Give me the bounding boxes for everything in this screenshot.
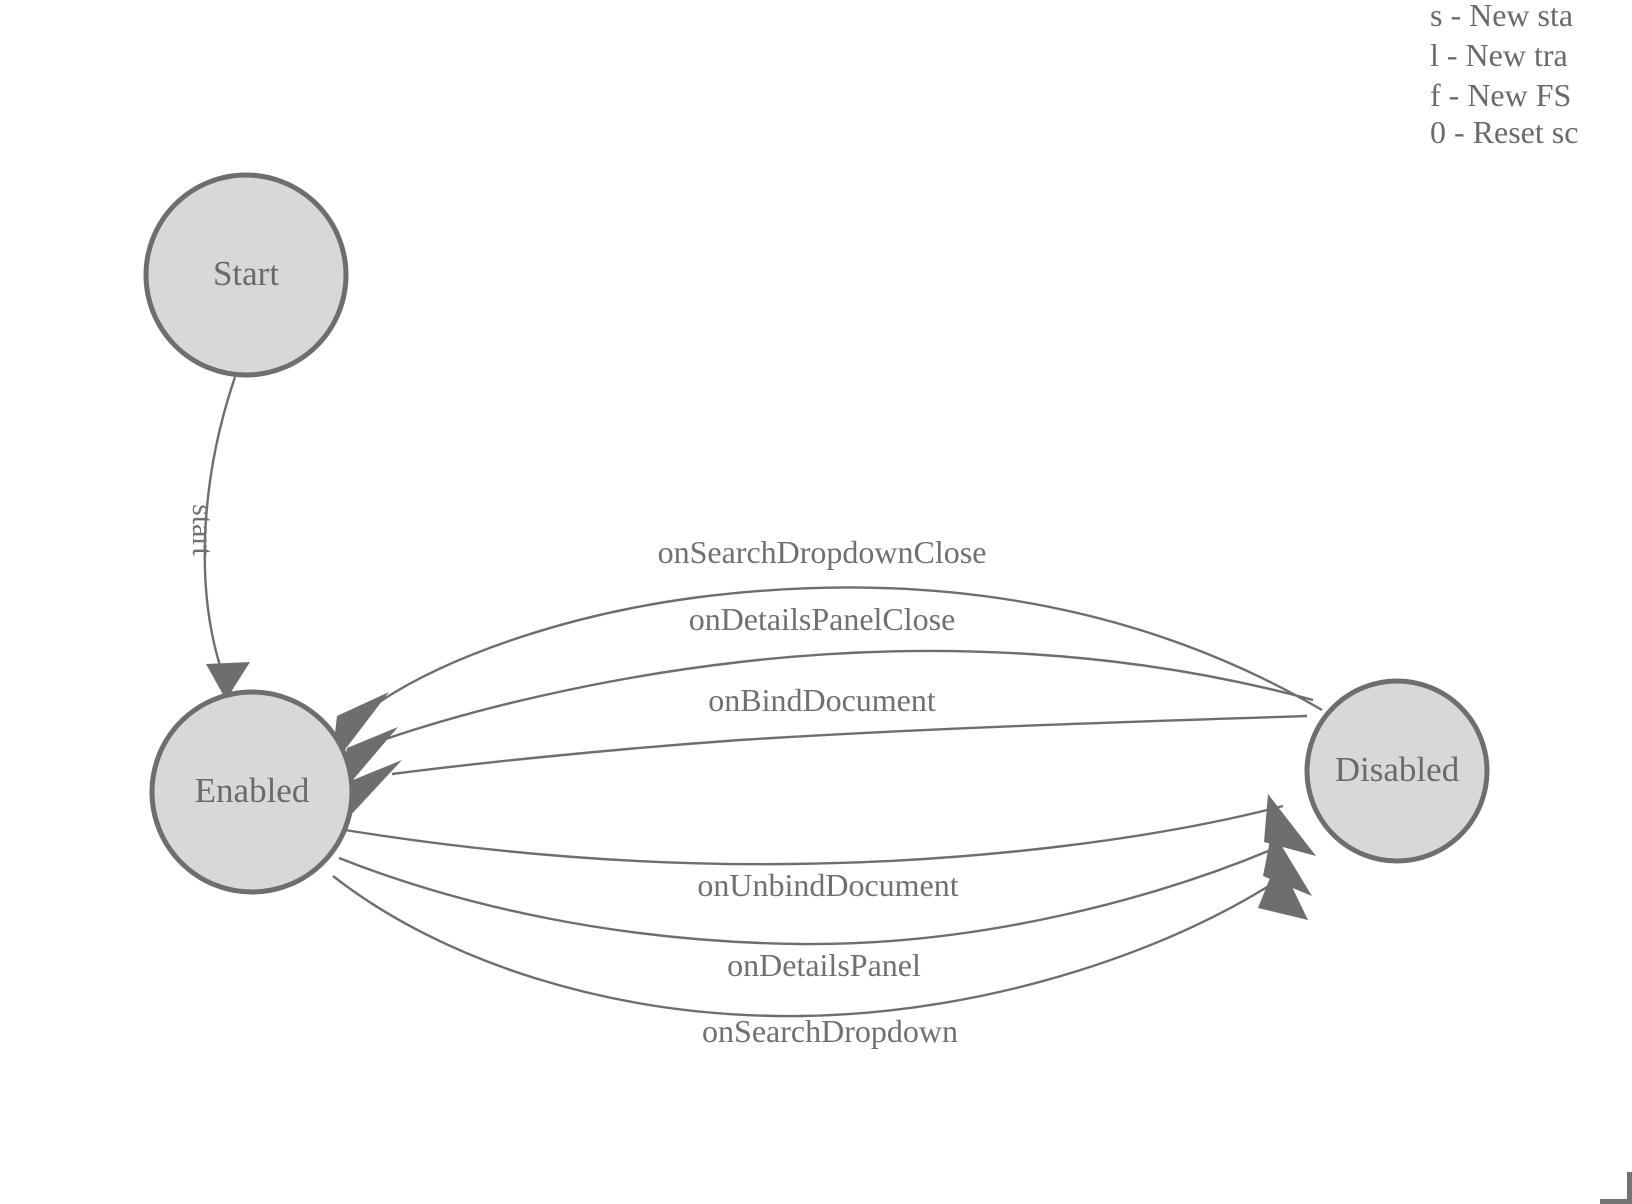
transition-ondetailspanelclose-arrowhead — [340, 727, 398, 795]
state-node-start-circle — [143, 172, 349, 378]
transition-onbinddocument-path — [391, 714, 1308, 776]
state-node-enabled-circle — [149, 689, 355, 895]
transition-onsearchdropdownclose[interactable]: onSearchDropdownClose — [331, 534, 1323, 768]
transition-onunbinddocument-label: onUnbindDocument — [697, 867, 958, 903]
transition-onsearchdropdown[interactable]: onSearchDropdown — [332, 858, 1308, 1049]
transition-onsearchdropdownclose-arrowhead — [331, 692, 389, 768]
help-overlay-line-new-fsm: f - New FS — [1430, 77, 1571, 113]
state-node-disabled-label: Disabled — [1335, 750, 1460, 789]
transition-ondetailspanel[interactable]: onDetailsPanel — [338, 830, 1312, 983]
transition-ondetailspanelclose-path — [382, 649, 1314, 742]
transition-ondetailspanelclose-label: onDetailsPanelClose — [689, 601, 956, 637]
state-node-start-label: Start — [213, 254, 279, 293]
help-overlay: s - New sta l - New tra f - New FS 0 - R… — [1430, 0, 1578, 150]
transition-ondetailspanel-label: onDetailsPanel — [727, 947, 921, 983]
transition-onunbinddocument-path — [344, 804, 1284, 866]
transition-start-label: start — [186, 504, 219, 556]
state-node-disabled-circle — [1304, 678, 1490, 864]
transition-start-arrowhead — [206, 662, 250, 700]
transition-onbinddocument-arrowhead — [348, 760, 402, 818]
transition-onbinddocument[interactable]: onBindDocument — [348, 682, 1308, 818]
help-overlay-line-reset: 0 - Reset sc — [1430, 114, 1578, 150]
resize-corner-handle[interactable] — [1510, 1130, 1632, 1204]
state-node-disabled[interactable]: Disabled — [1304, 678, 1490, 864]
transition-ondetailspanel-path — [338, 842, 1286, 946]
transition-onbinddocument-label: onBindDocument — [708, 682, 936, 718]
state-node-enabled[interactable]: Enabled — [149, 689, 355, 895]
help-overlay-line-new-transition: l - New tra — [1430, 37, 1568, 73]
state-node-start[interactable]: Start — [143, 172, 349, 378]
transition-onsearchdropdown-label: onSearchDropdown — [702, 1013, 958, 1049]
transition-onsearchdropdownclose-path — [374, 586, 1323, 712]
help-overlay-line-new-state: s - New sta — [1430, 0, 1573, 33]
transition-onsearchdropdown-arrowhead — [1258, 858, 1308, 920]
transition-start-path — [203, 376, 237, 673]
transition-onsearchdropdown-path — [332, 871, 1291, 1018]
transition-ondetailspanelclose[interactable]: onDetailsPanelClose — [340, 601, 1314, 795]
transition-start[interactable]: start — [186, 376, 250, 700]
transition-onsearchdropdownclose-label: onSearchDropdownClose — [658, 534, 987, 570]
state-node-enabled-label: Enabled — [195, 771, 310, 810]
